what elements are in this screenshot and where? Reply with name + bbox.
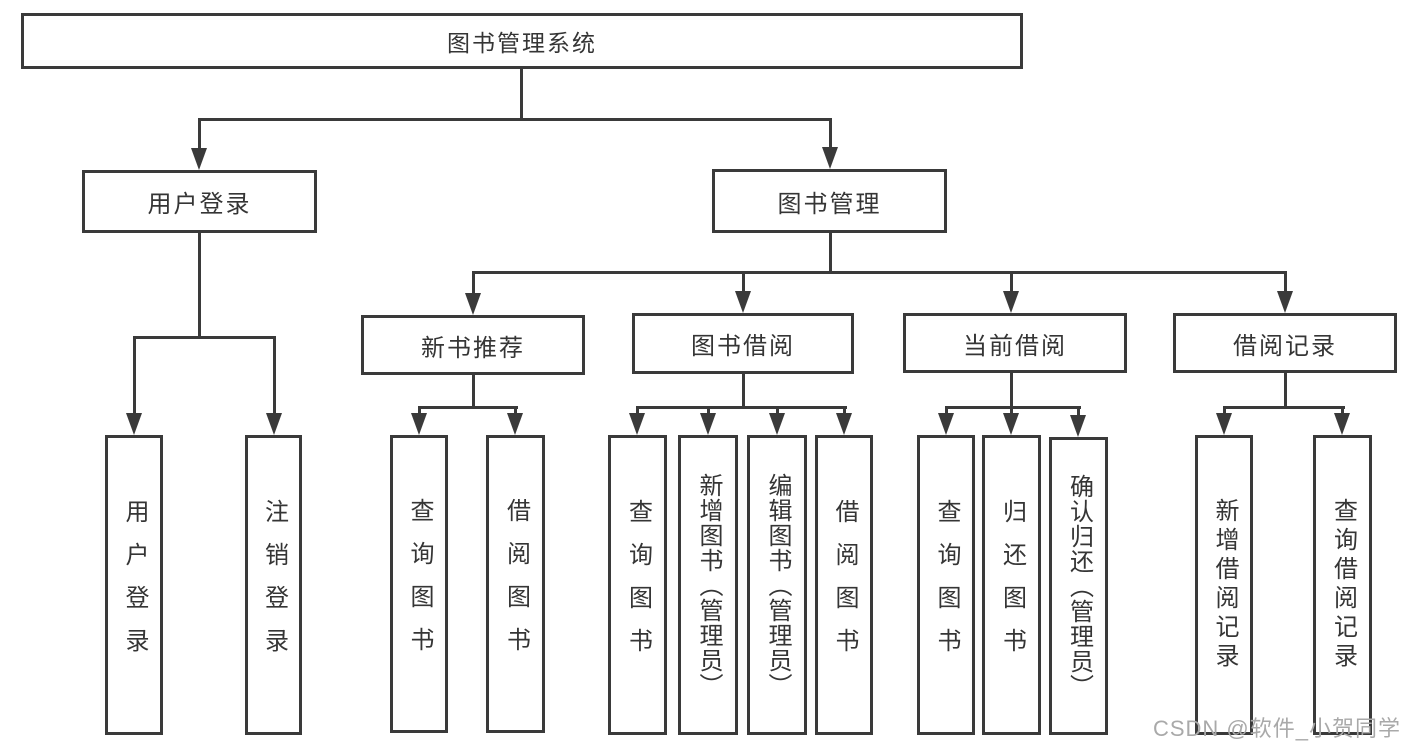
- arrowhead-down-icon: [411, 413, 427, 435]
- node-label: 归还图书: [998, 499, 1026, 671]
- connector-line: [1010, 373, 1013, 409]
- node-label: 图书管理: [777, 190, 882, 218]
- connector-line: [514, 406, 517, 416]
- connector-line: [472, 271, 1287, 274]
- connector-line: [945, 406, 948, 416]
- node-label: 新增图书（管理员）: [695, 472, 722, 698]
- node-label: 用户登录: [121, 499, 148, 671]
- node-label: 当前借阅: [963, 332, 1067, 360]
- node-root-library-system: 图书管理系统: [21, 13, 1023, 69]
- connector-line: [742, 271, 745, 295]
- node-label: 查询图书: [624, 499, 652, 671]
- node-section-borrow-records: 借阅记录: [1173, 313, 1397, 373]
- node-label: 用户登录: [147, 191, 252, 218]
- arrowhead-down-icon: [1003, 413, 1019, 435]
- connector-line: [520, 68, 523, 120]
- csdn-watermark: CSDN @软件_小贺同学: [1152, 716, 1401, 741]
- connector-line: [1341, 406, 1344, 416]
- node-label: 借阅图书: [502, 498, 530, 670]
- connector-line: [472, 375, 475, 409]
- connector-line: [1010, 271, 1013, 295]
- connector-line: [843, 406, 846, 416]
- arrowhead-down-icon: [629, 413, 645, 435]
- arrowhead-down-icon: [1334, 413, 1350, 435]
- arrowhead-down-icon: [836, 413, 852, 435]
- node-leaf-user-login: 用户登录: [105, 435, 163, 735]
- connector-line: [636, 406, 847, 409]
- connector-line: [273, 336, 276, 416]
- node-leaf-add-books-admin: 新增图书（管理员）: [678, 435, 738, 735]
- connector-line: [198, 118, 832, 121]
- arrowhead-down-icon: [1003, 291, 1019, 313]
- node-leaf-confirm-return-admin: 确认归还（管理员）: [1049, 437, 1108, 735]
- node-label: 查询借阅记录: [1329, 498, 1357, 672]
- node-section-current-borrow: 当前借阅: [903, 313, 1127, 373]
- node-leaf-query-books-2: 查询图书: [608, 435, 667, 735]
- node-section-new-book-recommend: 新书推荐: [361, 315, 585, 375]
- connector-line: [829, 118, 832, 150]
- node-leaf-borrow-books-1: 借阅图书: [486, 435, 545, 733]
- node-label: 查询图书: [933, 499, 960, 671]
- connector-line: [1223, 406, 1345, 409]
- arrowhead-down-icon: [1216, 413, 1232, 435]
- arrowhead-down-icon: [822, 147, 838, 169]
- node-label: 新书推荐: [421, 334, 525, 362]
- node-label: 借阅记录: [1233, 332, 1337, 360]
- node-label: 图书借阅: [691, 333, 795, 360]
- connector-line: [945, 406, 1081, 409]
- connector-line: [418, 406, 518, 409]
- node-leaf-edit-books-admin: 编辑图书（管理员）: [747, 435, 807, 735]
- connector-line: [1284, 373, 1287, 409]
- node-section-book-borrow: 图书借阅: [632, 313, 854, 374]
- arrowhead-down-icon: [126, 413, 142, 435]
- arrowhead-down-icon: [465, 293, 481, 315]
- arrowhead-down-icon: [507, 413, 523, 435]
- connector-line: [198, 233, 201, 339]
- arrowhead-down-icon: [266, 413, 282, 435]
- node-label: 借阅图书: [831, 499, 858, 671]
- connector-line: [1077, 406, 1080, 416]
- arrowhead-down-icon: [191, 148, 207, 170]
- node-label: 确认归还（管理员）: [1065, 473, 1093, 699]
- arrowhead-down-icon: [1277, 291, 1293, 313]
- arrowhead-down-icon: [769, 413, 785, 435]
- node-label: 注销登录: [260, 499, 288, 671]
- node-leaf-borrow-books-2: 借阅图书: [815, 435, 873, 735]
- node-branch-user-login: 用户登录: [82, 170, 317, 233]
- connector-line: [707, 406, 710, 416]
- connector-line: [776, 406, 779, 416]
- node-branch-book-management: 图书管理: [712, 169, 947, 233]
- node-label: 图书管理系统: [447, 30, 597, 56]
- arrowhead-down-icon: [1070, 415, 1086, 437]
- node-leaf-logout: 注销登录: [245, 435, 302, 735]
- connector-line: [198, 118, 201, 150]
- node-leaf-add-borrow-record: 新增借阅记录: [1195, 435, 1253, 735]
- node-label: 编辑图书（管理员）: [764, 472, 791, 698]
- node-leaf-query-borrow-record: 查询借阅记录: [1313, 435, 1372, 735]
- connector-line: [418, 406, 421, 416]
- connector-line: [1010, 406, 1013, 416]
- connector-line: [829, 233, 832, 274]
- arrowhead-down-icon: [938, 413, 954, 435]
- connector-line: [1223, 406, 1226, 416]
- node-label: 查询图书: [406, 498, 433, 670]
- node-leaf-query-books-1: 查询图书: [390, 435, 448, 733]
- arrowhead-down-icon: [735, 291, 751, 313]
- connector-line: [742, 373, 745, 409]
- connector-line: [636, 406, 639, 416]
- connector-line: [472, 271, 475, 295]
- node-leaf-return-books: 归还图书: [982, 435, 1041, 735]
- connector-line: [1284, 271, 1287, 295]
- arrowhead-down-icon: [700, 413, 716, 435]
- connector-line: [133, 336, 136, 416]
- node-label: 新增借阅记录: [1211, 498, 1238, 672]
- node-leaf-query-books-3: 查询图书: [917, 435, 975, 735]
- connector-line: [133, 336, 276, 339]
